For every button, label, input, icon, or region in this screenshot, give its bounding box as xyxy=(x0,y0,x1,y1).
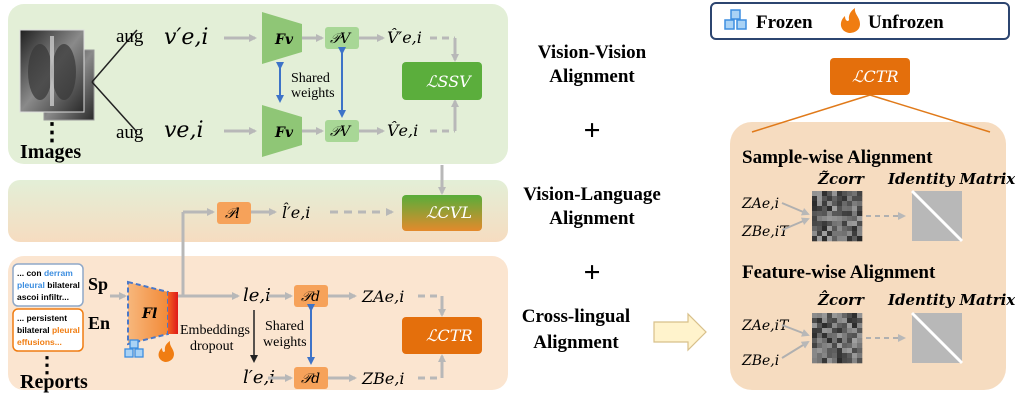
projector-d-bottom: 𝒫d xyxy=(294,367,328,389)
svg-text:pleural bilateral: pleural bilateral xyxy=(17,280,80,290)
za-label: ZAe,i xyxy=(361,287,404,306)
reports-ellipsis: ⋮ xyxy=(36,352,58,377)
zcorr-tilde-label: Z̃corr xyxy=(817,170,865,188)
vision-shared-weights-2: weights xyxy=(291,86,335,101)
vision-projector-bottom: 𝒫V xyxy=(325,120,359,142)
report-shared-weights-1: Shared xyxy=(265,319,304,334)
vision-shared-weights-1: Shared xyxy=(291,71,330,86)
vision-language-title-1: Vision-Language xyxy=(523,184,661,205)
svg-text:𝒫d: 𝒫d xyxy=(301,371,320,387)
vision-vision-title-2: Alignment xyxy=(549,66,635,87)
svg-text:Fv: Fv xyxy=(274,125,294,141)
svg-text:... con derram: ... con derram xyxy=(17,268,73,278)
feature-wise-title: Feature-wise Alignment xyxy=(742,262,936,283)
loss-cvl-box: ℒCVL xyxy=(402,195,482,231)
flame-icon xyxy=(158,341,174,362)
xray-images xyxy=(19,29,95,121)
language-projector-vl: 𝒫l xyxy=(217,202,251,224)
svg-text:Fv: Fv xyxy=(274,32,294,48)
sample-wise-title: Sample-wise Alignment xyxy=(742,147,933,168)
vision-encoder-bottom: Fv xyxy=(262,105,302,157)
english-tag: En xyxy=(88,313,110,333)
identity-matrix-2 xyxy=(910,311,964,365)
identity-matrix-label-1: Identity Matrix xyxy=(887,170,1015,188)
vision-projector-top: 𝒫V xyxy=(325,27,359,49)
vhat-prime-label: V̂′e,i xyxy=(387,28,422,47)
aug-top-label: aug xyxy=(116,26,144,47)
cross-lingual-title-2: Alignment xyxy=(533,332,619,353)
legend-box xyxy=(710,2,1010,40)
zcorr-hat-label: Ẑcorr xyxy=(817,290,865,309)
loss-ssv-box: ℒSSV xyxy=(402,62,482,100)
aug-bottom-label: aug xyxy=(116,122,144,143)
vision-encoder-top: Fv xyxy=(262,12,302,64)
expand-arrow xyxy=(653,312,707,352)
sample-correlation-matrix xyxy=(812,191,863,242)
s-zb-label: ZBe,iT xyxy=(741,224,790,240)
vision-language-title-2: Alignment xyxy=(549,208,635,229)
svg-text:... persistent: ... persistent xyxy=(17,313,67,323)
flame-icon xyxy=(840,8,860,33)
l-label: le,i xyxy=(243,285,271,306)
vision-panel xyxy=(8,4,508,164)
f-zb-label: ZBe,i xyxy=(741,353,779,369)
svg-text:effusions...: effusions... xyxy=(17,337,62,347)
svg-text:ascoi infiltr...: ascoi infiltr... xyxy=(17,292,69,302)
unfrozen-label: Unfrozen xyxy=(868,12,944,33)
svg-text:ℒSSV: ℒSSV xyxy=(426,72,472,91)
svg-text:Fl: Fl xyxy=(141,306,157,322)
loss-ctr-box: ℒCTR xyxy=(402,317,482,354)
s-za-label: ZAe,i xyxy=(741,196,779,212)
frozen-label: Frozen xyxy=(756,12,813,33)
f-za-label: ZAe,iT xyxy=(741,318,790,334)
images-label: Images xyxy=(20,141,81,163)
identity-matrix-1 xyxy=(910,189,964,243)
images-ellipsis: ⋮ xyxy=(40,120,64,146)
v-label: ve,i xyxy=(164,118,203,143)
svg-text:𝒫d: 𝒫d xyxy=(301,289,320,305)
svg-text:ℒCVL: ℒCVL xyxy=(426,203,472,222)
svg-text:bilateral pleural: bilateral pleural xyxy=(17,325,80,335)
reports-label: Reports xyxy=(20,371,88,393)
plus-2: + xyxy=(583,256,600,289)
zb-label: ZBe,i xyxy=(361,369,405,388)
v-prime-label: v′e,i xyxy=(164,25,208,50)
language-encoder: Fl xyxy=(127,280,178,346)
svg-text:𝒫l: 𝒫l xyxy=(225,206,240,222)
svg-text:𝒫V: 𝒫V xyxy=(330,31,352,47)
lhat-label: l̂′e,i xyxy=(282,203,310,222)
report-shared-weights-2: weights xyxy=(263,335,307,350)
frozen-cubes-icon xyxy=(124,339,144,358)
frozen-cubes-icon xyxy=(724,9,747,30)
embeddings-dropout-1: Embeddings xyxy=(180,323,250,338)
vision-vision-title-1: Vision-Vision xyxy=(538,42,647,63)
feature-correlation-matrix xyxy=(812,313,863,364)
l-prime-label: l′e,i xyxy=(243,367,275,388)
loss-ctr-top-box: ℒCTR xyxy=(830,58,910,95)
svg-text:𝒫V: 𝒫V xyxy=(330,124,352,140)
svg-text:ℒCTR: ℒCTR xyxy=(426,326,472,345)
spanish-report-box: ... con derram pleural bilateral ascoi i… xyxy=(12,263,84,307)
plus-1: + xyxy=(583,114,600,147)
vhat-label: V̂e,i xyxy=(387,121,418,140)
embeddings-dropout-2: dropout xyxy=(190,339,234,354)
cross-lingual-title-1: Cross-lingual xyxy=(522,306,630,327)
identity-matrix-label-2: Identity Matrix xyxy=(887,291,1015,309)
english-report-box: ... persistent bilateral pleural effusio… xyxy=(12,308,84,352)
svg-text:ℒCTR: ℒCTR xyxy=(852,67,898,86)
projector-d-top: 𝒫d xyxy=(294,285,328,307)
spanish-tag: Sp xyxy=(88,274,108,294)
